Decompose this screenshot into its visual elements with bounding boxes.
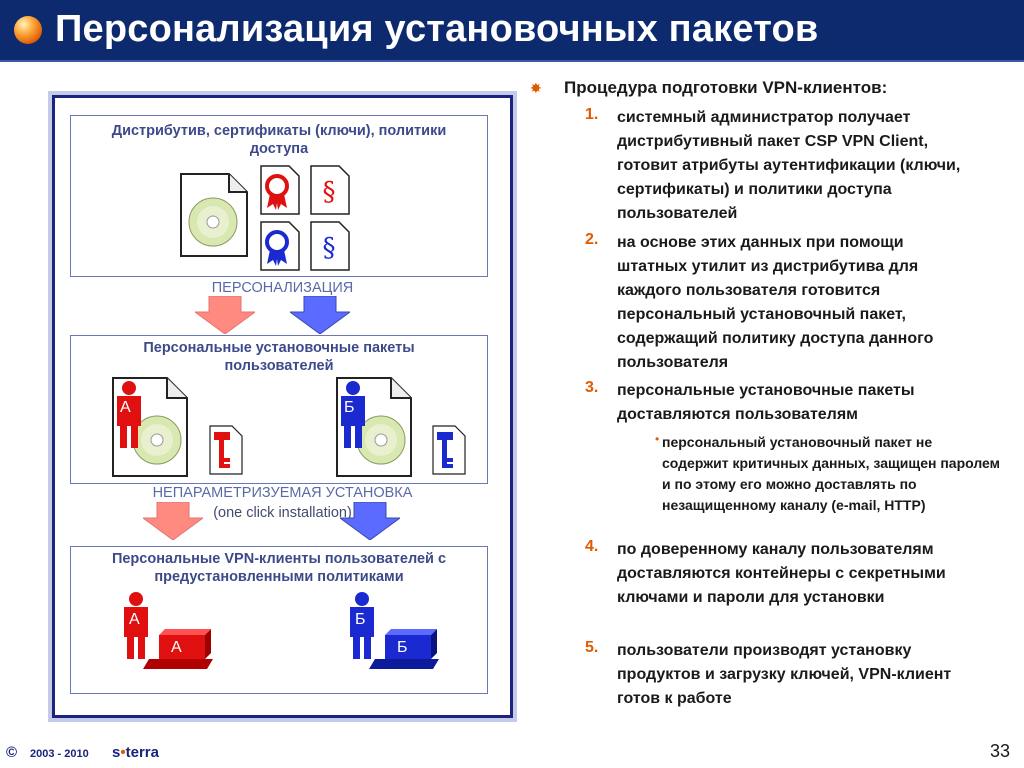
subitem-bullet-icon: •	[655, 432, 660, 446]
user-a-package-icon	[112, 377, 188, 477]
item-text: на основе этих данных при помощи штатных…	[617, 234, 934, 371]
policy-document-icon: §	[310, 165, 350, 215]
certificate-red-icon	[260, 165, 300, 215]
item-number: 2.	[585, 231, 599, 248]
title-bullet-icon	[14, 16, 42, 44]
policy-document-icon: §	[310, 221, 350, 271]
distribution-box: Дистрибутив, сертификаты (ключи), полити…	[70, 115, 488, 277]
svg-text:§: §	[323, 233, 336, 263]
item-number: 5.	[585, 639, 599, 656]
arrow-down-red-icon	[195, 296, 255, 334]
user-b-client-letter: Б	[355, 611, 366, 628]
personalization-label: ПЕРСОНАЛИЗАЦИЯ	[211, 280, 354, 296]
user-b-package-icon	[336, 377, 412, 477]
one-click-install-sublabel: (one click installation)	[213, 505, 352, 521]
company-logo: s•terra	[112, 744, 159, 761]
item-number: 3.	[585, 379, 599, 396]
subitem-text: персональный установочный пакет не содер…	[662, 434, 1001, 513]
vpn-clients-box: Персональные VPN-клиенты пользователей с…	[70, 546, 488, 694]
key-red-icon	[209, 425, 243, 475]
procedure-heading: Процедура подготовки VPN-клиентов:	[564, 78, 888, 97]
item-number: 1.	[585, 106, 599, 123]
user-a-laptop-letter: А	[171, 639, 182, 656]
user-a-vpn-client-icon	[124, 592, 213, 669]
title-underline	[0, 60, 1024, 62]
user-b-laptop-letter: Б	[397, 639, 408, 656]
arrow-down-blue-icon	[290, 296, 350, 334]
user-b-vpn-client-icon	[350, 592, 439, 669]
copyright-icon: ©	[6, 744, 18, 761]
one-click-install-label: НЕПАРАМЕТРИЗУЕМАЯ УСТАНОВКА	[152, 485, 413, 501]
diagram-frame: Дистрибутив, сертификаты (ключи), полити…	[52, 95, 513, 718]
personal-packages-box: Персональные установочные пакеты пользов…	[70, 335, 488, 484]
distribution-box-label: Дистрибутив, сертификаты (ключи), полити…	[111, 123, 447, 157]
item-text: пользователи производят установку продук…	[617, 642, 952, 707]
vpn-clients-label: Персональные VPN-клиенты пользователей с…	[111, 551, 447, 585]
item-text: системный администратор получает дистриб…	[617, 109, 961, 222]
logo-text: terra	[125, 744, 159, 761]
item-text: персональные установочные пакеты доставл…	[617, 382, 915, 423]
user-b-letter: Б	[344, 399, 355, 416]
distribution-document-icon	[180, 173, 248, 257]
svg-text:§: §	[323, 177, 336, 207]
certificate-blue-icon	[260, 221, 300, 271]
user-a-letter: А	[120, 399, 131, 416]
arrow-down-blue-icon	[340, 502, 400, 540]
item-text: по доверенному каналу пользователям дост…	[617, 541, 946, 606]
arrow-down-red-icon	[143, 502, 203, 540]
user-a-client-letter: А	[129, 611, 140, 628]
title-bar: Персонализация установочных пакетов	[0, 0, 1024, 62]
page-number: 33	[990, 741, 1011, 761]
personal-packages-label: Персональные установочные пакеты пользов…	[143, 340, 415, 374]
page-title: Персонализация установочных пакетов	[55, 8, 819, 50]
item-number: 4.	[585, 538, 599, 555]
key-blue-icon	[432, 425, 466, 475]
heading-bullet-icon: ✸	[530, 80, 542, 96]
copyright-years: 2003 - 2010	[30, 748, 89, 760]
logo-dot: •	[120, 744, 126, 761]
logo-letter-s: s	[112, 744, 121, 761]
